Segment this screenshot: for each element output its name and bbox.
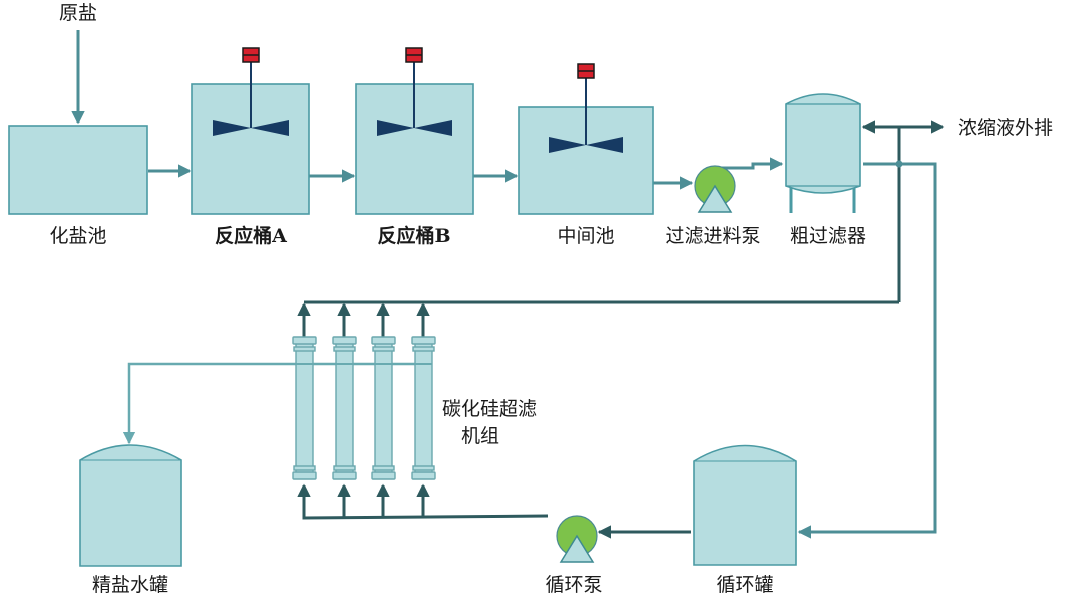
label-reactor-b: 反应桶B [377,224,450,247]
label-raw-salt: 原盐 [59,2,97,24]
label-sic-uf-line1: 碳化硅超滤 [442,398,537,420]
membrane-module [411,336,436,480]
coarse-filter [785,93,861,213]
label-filter-feed-pump: 过滤进料泵 [665,225,760,247]
label-coarse-filter: 粗过滤器 [790,225,866,247]
membrane-module [371,336,396,480]
reactor-a [191,47,310,215]
filtrate-to-circulation-tank-pipe [797,162,937,539]
circulation-tank [693,444,797,566]
label-intermediate-tank: 中间池 [557,225,614,247]
reactor-b [355,47,474,215]
label-circulation-tank: 循环罐 [716,574,773,596]
label-reactor-a: 反应桶A [215,224,287,247]
intermediate-tank [518,63,654,215]
membrane-inlet-header-pipe [302,496,549,520]
label-circulation-pump: 循环泵 [545,574,602,596]
labels: 原盐 化盐池 反应桶A 反应桶B 中间池 过滤进料泵 粗过滤器 浓缩液外排 碳化… [49,2,1053,596]
circulation-pump [556,515,598,563]
sic-ultrafiltration-unit [292,336,436,480]
dissolving-tank [8,125,148,215]
agitator-blade-icon [549,137,586,153]
filter-feed-pump [694,165,736,213]
label-concentrate-discharge: 浓缩液外排 [958,117,1053,139]
label-dissolving-tank: 化盐池 [49,225,106,247]
pipe-junction [895,160,903,168]
pipe-feed-pump-to-coarse-filter [718,157,784,171]
membrane-module [332,336,357,480]
refined-brine-tank [79,444,182,567]
membrane-module [292,336,317,480]
label-refined-brine-tank: 精盐水罐 [92,574,168,596]
agitator-blade-icon [377,120,414,136]
label-sic-uf-line2: 机组 [461,425,499,447]
agitator-blade-icon [213,120,251,136]
